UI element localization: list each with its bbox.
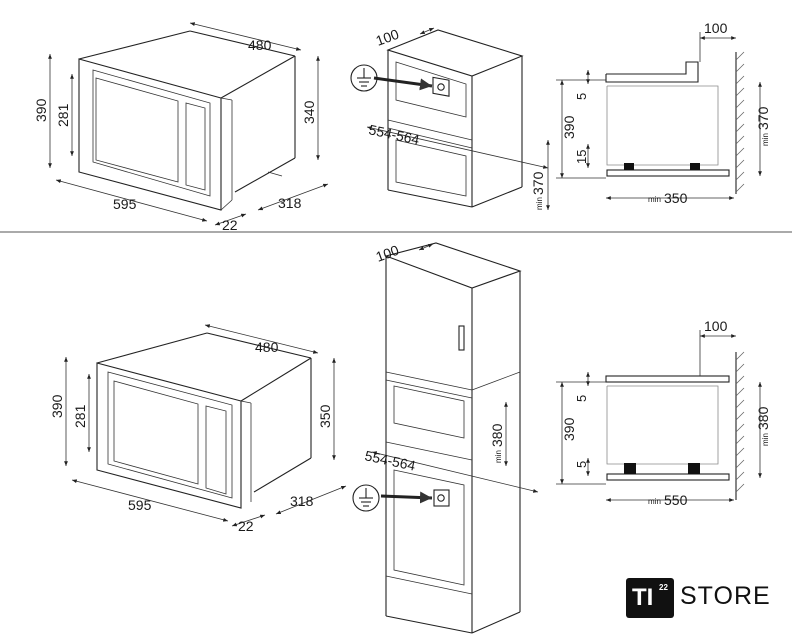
oven-top-depth: 318 <box>278 195 302 211</box>
section-bottom-gap-bottom: 5 <box>574 461 589 468</box>
oven-top-width: 480 <box>248 37 272 53</box>
ground-symbol-icon <box>350 64 378 92</box>
oven-bottom-width: 480 <box>255 339 279 355</box>
section-bottom-min-label: min <box>761 433 770 446</box>
section-bottom-total: 390 <box>561 417 577 441</box>
section-bottom-gap-top: 5 <box>574 395 589 402</box>
oven-drawing-top <box>48 22 329 226</box>
section-top-gap-top: 5 <box>574 93 589 100</box>
section-drawing-top <box>556 32 762 200</box>
oven-top-lip: 22 <box>222 217 238 233</box>
cabinet-bottom-depth: 100 <box>374 242 402 265</box>
oven-bottom-lip: 22 <box>238 518 254 534</box>
cabinet-bottom-width-range: 554-564 <box>363 447 417 473</box>
section-top-gap-bottom: 15 <box>574 150 589 164</box>
logo-word: STORE <box>680 582 771 610</box>
cabinet-top-min-label: min <box>535 197 544 210</box>
oven-top-width-front: 595 <box>113 196 137 212</box>
cabinet-drawing-top <box>350 27 550 210</box>
section-bottom-depth-min: min <box>648 497 661 506</box>
oven-bottom-depth: 318 <box>290 493 314 509</box>
section-bottom-offset: 100 <box>704 318 728 334</box>
section-bottom-height: 380 <box>755 406 771 430</box>
cabinet-bottom-height: 380 <box>489 423 505 447</box>
section-bottom-depth: 550 <box>664 492 688 508</box>
oven-bottom-width-front: 595 <box>128 497 152 513</box>
logo-mark: TI <box>626 578 674 618</box>
oven-top-height-inner: 281 <box>55 103 71 127</box>
section-top-min-label: min <box>761 133 770 146</box>
cabinet-top-width-range: 554-564 <box>367 121 421 147</box>
section-drawing-bottom <box>556 330 762 502</box>
store-logo: TI 22 STORE <box>626 578 778 618</box>
section-top-total: 390 <box>561 115 577 139</box>
ground-symbol-icon-bottom <box>352 484 380 512</box>
section-top-depth-min: min <box>648 195 661 204</box>
section-top-height: 370 <box>755 106 771 130</box>
cabinet-top-depth: 100 <box>374 26 402 49</box>
cabinet-top-height: 370 <box>530 171 546 195</box>
oven-top-height-back: 340 <box>301 100 317 124</box>
cabinet-bottom-min-label: min <box>494 450 503 463</box>
section-top-offset: 100 <box>704 20 728 36</box>
tall-cabinet-drawing <box>352 242 539 634</box>
logo-superscript: 22 <box>659 583 668 592</box>
oven-bottom-height-inner: 281 <box>72 404 88 428</box>
oven-drawing-bottom <box>64 324 347 527</box>
section-top-depth: 350 <box>664 190 688 206</box>
oven-bottom-height-outer: 390 <box>49 394 65 418</box>
oven-top-height-outer: 390 <box>33 98 49 122</box>
oven-bottom-height-back: 350 <box>317 404 333 428</box>
